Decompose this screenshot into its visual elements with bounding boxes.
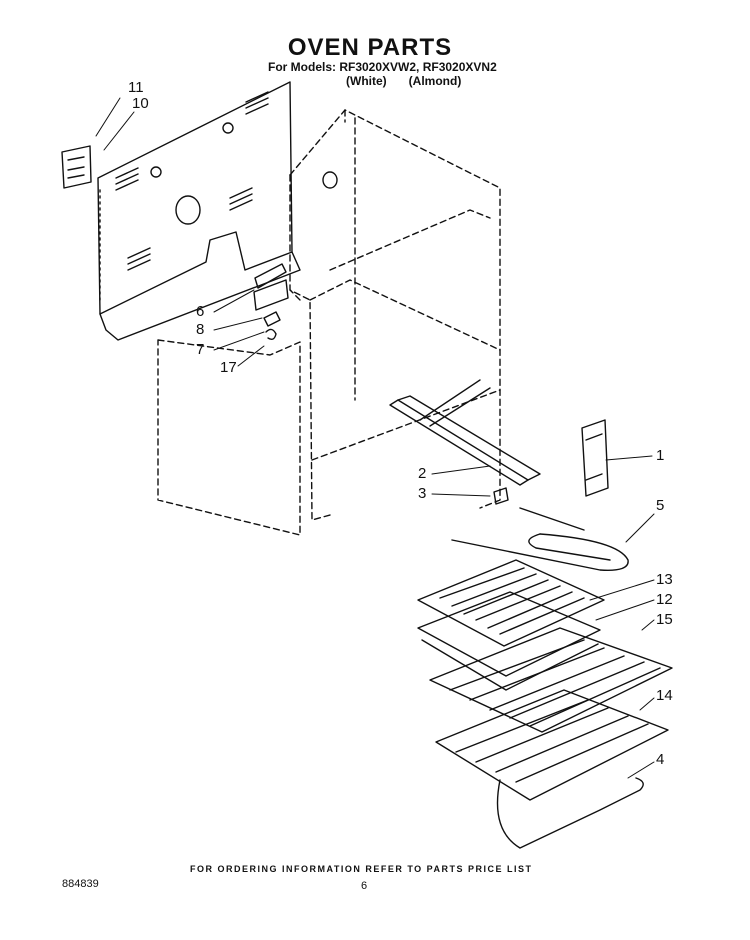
part-15-oven-rack	[430, 628, 672, 732]
finish-almond-label: (Almond)	[408, 74, 462, 88]
document-number: 884839	[62, 878, 99, 890]
page-title: OVEN PARTS	[287, 34, 453, 61]
part-2-rail	[390, 380, 540, 485]
callout-4: 4	[656, 751, 665, 768]
part-10-back-panel	[98, 82, 300, 340]
part-6-bracket	[254, 264, 288, 310]
callout-2: 2	[418, 465, 427, 482]
callout-10: 10	[132, 95, 149, 112]
callout-6: 6	[196, 303, 205, 320]
callout-5: 5	[656, 497, 665, 514]
part-11-bracket	[62, 146, 91, 188]
callout-17: 17	[220, 359, 237, 376]
callout-1: 1	[656, 447, 665, 464]
part-3-clip	[494, 488, 508, 504]
callout-3: 3	[418, 485, 427, 502]
callout-7: 7	[196, 341, 205, 358]
cabinet-outline	[158, 110, 500, 535]
callout-12: 12	[656, 591, 673, 608]
callout-11: 11	[128, 79, 144, 96]
page-number: 6	[361, 880, 368, 892]
models-line: For Models: RF3020XVW2, RF3020XVN2	[268, 60, 497, 74]
callout-13: 13	[656, 571, 673, 588]
finish-white-label: (White)	[346, 74, 387, 88]
callout-14: 14	[656, 687, 673, 704]
part-5-element	[452, 508, 628, 570]
part-13-broiler-grid	[418, 560, 604, 646]
part-7-spring	[266, 329, 276, 339]
leader-lines	[96, 98, 654, 778]
part-4-element	[498, 778, 644, 848]
cabinet-vent-hole	[323, 172, 337, 188]
finish-labels: (White) (Almond)	[346, 74, 461, 88]
ordering-note: FOR ORDERING INFORMATION REFER TO PARTS …	[190, 864, 533, 874]
part-14-oven-rack	[436, 690, 668, 800]
callout-15: 15	[656, 611, 673, 628]
part-1-side-panel	[582, 420, 608, 496]
part-8-clip	[264, 312, 280, 326]
part-12-broiler-pan	[418, 592, 600, 690]
callout-8: 8	[196, 321, 205, 338]
